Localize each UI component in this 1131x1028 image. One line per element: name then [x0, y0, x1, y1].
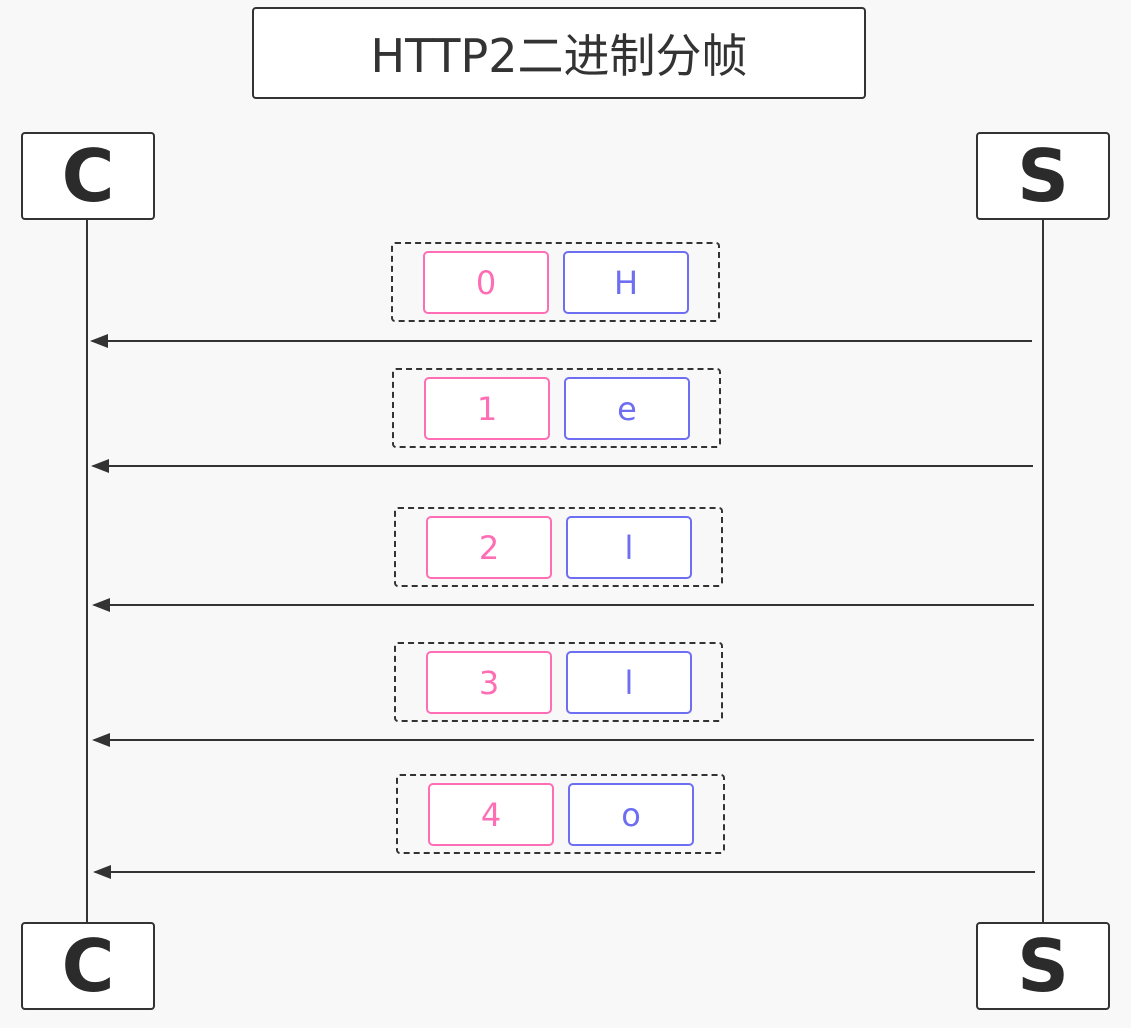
stream-id-cell: 0	[423, 251, 549, 314]
message-arrow	[90, 334, 1032, 348]
stream-id-cell: 1	[424, 377, 550, 440]
arrow-head-icon	[91, 459, 109, 473]
frame-group: 4 o	[396, 774, 725, 854]
client-actor-bottom: C	[21, 922, 155, 1010]
arrow-head-icon	[92, 733, 110, 747]
diagram-title: HTTP2二进制分帧	[252, 7, 866, 99]
message-arrow	[91, 459, 1033, 473]
client-lifeline	[86, 220, 88, 924]
frame-group: 0 H	[391, 242, 720, 322]
message-arrow	[92, 733, 1034, 747]
stream-id-cell: 3	[426, 651, 552, 714]
server-actor-bottom: S	[976, 922, 1110, 1010]
arrow-head-icon	[92, 598, 110, 612]
frame-group: 3 l	[394, 642, 723, 722]
arrow-head-icon	[90, 334, 108, 348]
payload-cell: H	[563, 251, 689, 314]
frame-group: 1 e	[392, 368, 721, 448]
message-arrow	[93, 865, 1035, 879]
payload-cell: l	[566, 516, 692, 579]
payload-cell: o	[568, 783, 694, 846]
stream-id-cell: 4	[428, 783, 554, 846]
arrow-head-icon	[93, 865, 111, 879]
frame-group: 2 l	[394, 507, 723, 587]
server-lifeline	[1042, 220, 1044, 924]
client-actor-top: C	[21, 132, 155, 220]
payload-cell: l	[566, 651, 692, 714]
server-actor-top: S	[976, 132, 1110, 220]
message-arrow	[92, 598, 1034, 612]
stream-id-cell: 2	[426, 516, 552, 579]
payload-cell: e	[564, 377, 690, 440]
